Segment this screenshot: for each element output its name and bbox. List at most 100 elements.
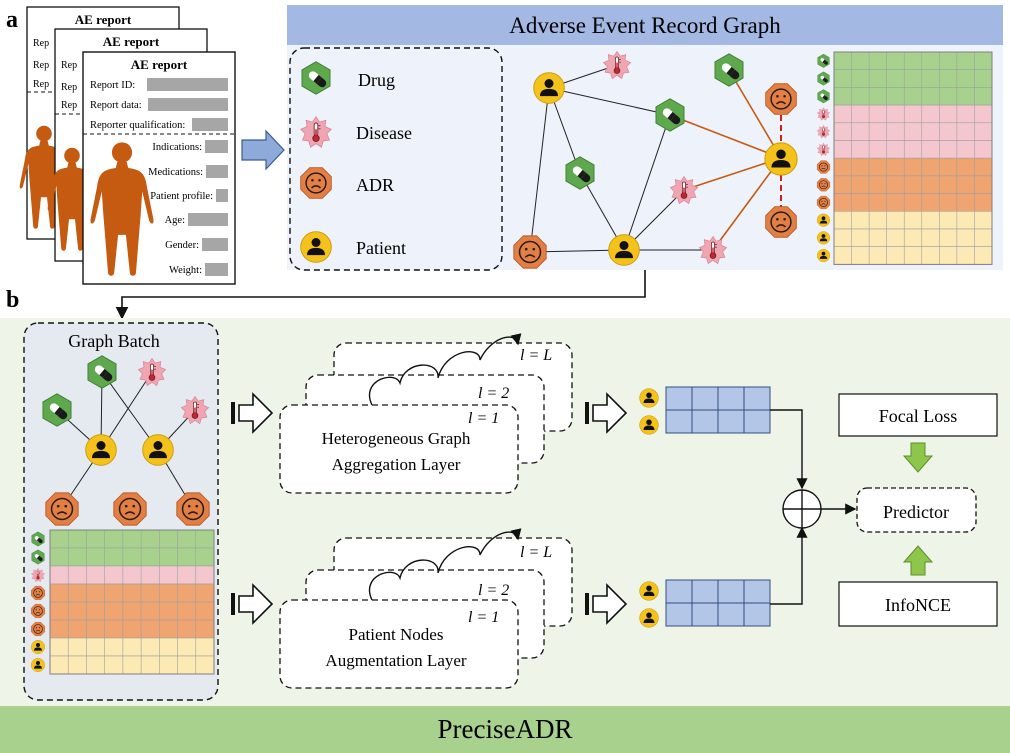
feature-matrix-a xyxy=(816,51,993,265)
embedding-cell xyxy=(691,386,719,411)
patient-icon xyxy=(300,231,332,263)
focal-loss-arrow xyxy=(902,442,934,473)
matrix-row-adr xyxy=(833,157,993,177)
redacted-value xyxy=(192,118,228,131)
adr-node xyxy=(764,82,798,116)
report-row: Rep xyxy=(33,60,49,71)
layer-label-L: l = L xyxy=(520,544,552,561)
matrix-row-disease xyxy=(833,104,993,124)
panel-a-label: a xyxy=(6,7,18,33)
report-row: Rep xyxy=(33,79,49,90)
field-report-data: Report data: xyxy=(90,100,142,111)
adr-icon xyxy=(30,621,46,637)
adr-icon xyxy=(816,195,831,210)
embedding-cell xyxy=(743,386,771,411)
patient-node xyxy=(85,434,117,466)
field-patient-profile: Patient profile: xyxy=(150,191,213,202)
report-row: Rep xyxy=(61,100,77,111)
patient-icon xyxy=(31,658,45,672)
layer-label-2: l = 2 xyxy=(478,582,509,599)
redacted-value xyxy=(205,140,228,153)
ae-report-card-front: AE report Report ID: Report data: Report… xyxy=(82,51,236,285)
focal-loss-label: Focal Loss xyxy=(879,406,958,426)
embedding-cell xyxy=(717,602,745,627)
matrix-row-adr xyxy=(49,583,215,603)
adr-icon xyxy=(299,166,333,200)
graph-title-bar xyxy=(287,5,1003,45)
heterogeneous-layer-stack: l = L l = 2 l = 1 Heterogeneous Graph Ag… xyxy=(279,333,573,494)
patient-icon xyxy=(816,213,831,227)
patient-embedding-bottom xyxy=(665,579,771,627)
predictor-label: Predictor xyxy=(883,502,949,522)
embedding-cell xyxy=(665,579,693,604)
matrix-row-drug xyxy=(833,87,993,106)
footer-title: PreciseADR xyxy=(438,714,573,744)
embed-bottom-to-combine xyxy=(770,526,808,605)
ae-report-title: AE report xyxy=(103,34,160,49)
legend-disease: Disease xyxy=(356,123,412,143)
hollow-arrow-top xyxy=(231,392,274,434)
legend-drug: Drug xyxy=(358,70,395,90)
field-weight: Weight: xyxy=(169,265,202,276)
patient-icon xyxy=(639,581,659,601)
focal-loss-box xyxy=(838,393,998,437)
matrix-row-adr xyxy=(833,193,993,212)
matrix-row-drug xyxy=(833,69,993,88)
hollow-arrow-bottom xyxy=(231,583,274,625)
field-reporter-qualification: Reporter qualification: xyxy=(90,120,185,131)
patient-node xyxy=(764,142,798,176)
embedding-cell xyxy=(743,409,771,434)
redacted-value xyxy=(148,98,228,111)
matrix-row-drug xyxy=(833,51,993,71)
matrix-row-disease xyxy=(833,140,993,159)
matrix-row-disease xyxy=(49,565,215,585)
matrix-row-adr xyxy=(833,175,993,194)
panel-connector-arrow xyxy=(115,270,646,320)
infonce-label: InfoNCE xyxy=(885,595,951,615)
patient-icon xyxy=(639,388,659,408)
graph-batch-title: Graph Batch xyxy=(68,331,159,351)
field-gender: Gender: xyxy=(165,240,199,251)
ae-report-title: AE report xyxy=(131,57,188,72)
matrix-row-patient xyxy=(49,655,215,675)
embedding-cell xyxy=(691,579,719,604)
layer-bottom-line1: Patient Nodes xyxy=(349,625,444,644)
infonce-box xyxy=(838,581,998,627)
adr-icon xyxy=(30,603,46,619)
adr-icon xyxy=(816,160,831,174)
ae-report-title: AE report xyxy=(75,12,132,27)
matrix-row-patient xyxy=(833,211,993,230)
layer-label-2: l = 2 xyxy=(478,385,509,402)
graph-title: Adverse Event Record Graph xyxy=(509,13,781,38)
adr-icon xyxy=(30,585,46,601)
redacted-value xyxy=(202,238,228,251)
patient-icon xyxy=(816,248,831,263)
patient-icon xyxy=(31,640,45,654)
field-age: Age: xyxy=(165,215,185,226)
report-row: Rep xyxy=(61,82,77,93)
adr-node xyxy=(176,492,210,526)
embedding-cell xyxy=(717,579,745,604)
matrix-row-disease xyxy=(833,122,993,141)
patient-icon xyxy=(639,415,659,435)
report-row: Rep xyxy=(61,60,77,71)
embedding-cell xyxy=(717,409,745,434)
field-report-id: Report ID: xyxy=(90,80,135,91)
footer-bar xyxy=(0,706,1010,753)
legend-patient: Patient xyxy=(356,238,406,258)
embed-top-to-combine xyxy=(770,409,808,490)
adr-node xyxy=(764,205,798,239)
redacted-value xyxy=(147,78,228,91)
embedding-cell xyxy=(743,579,771,604)
combine-operator xyxy=(782,489,822,529)
layer-label-1: l = 1 xyxy=(468,410,499,427)
adr-node xyxy=(513,235,547,269)
embedding-cell xyxy=(665,386,693,411)
matrix-row-patient xyxy=(833,228,993,248)
embedding-cell xyxy=(717,386,745,411)
report-row: Rep xyxy=(33,38,49,49)
layer-top-line2: Aggregation Layer xyxy=(332,455,461,474)
embedding-cell xyxy=(691,409,719,434)
hollow-arrow-embed-bottom xyxy=(585,583,628,625)
